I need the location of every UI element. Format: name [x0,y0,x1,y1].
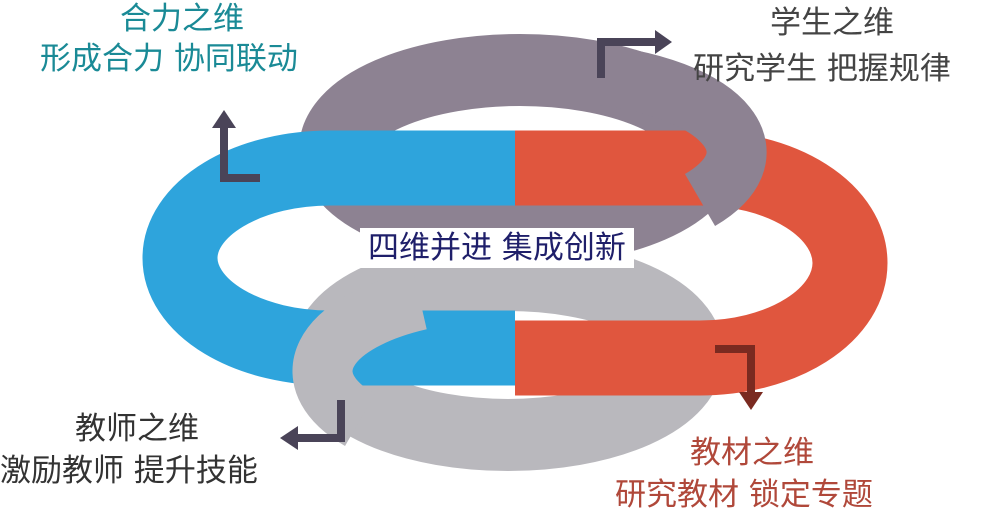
label-cooperation-subtitle: 形成合力 协同联动 [40,41,298,77]
label-student-subtitle: 研究学生 把握规律 [693,51,951,87]
label-teacher-subtitle: 激励教师 提升技能 [0,453,258,489]
label-title: 合力之维 [120,1,244,37]
arrow-top-right-icon [597,30,672,78]
label-teacher-title: 教师之维 [75,411,199,447]
arrow-bottom-right-icon [715,345,763,410]
label-textbook-title: 教材之维 [690,435,814,471]
arrow-bottom-left-icon [280,400,345,450]
right-red-ring [515,130,888,396]
label-student-title: 学生之维 [770,5,894,41]
center-text: 四维并进 集成创新 [360,228,634,268]
left-blue-ring [142,130,515,386]
label-cooperation: 合力之维 [120,0,244,38]
purple-overlap [596,45,767,226]
arrow-top-left-icon [212,110,260,182]
label-textbook-subtitle: 研究教材 锁定专题 [615,477,873,513]
